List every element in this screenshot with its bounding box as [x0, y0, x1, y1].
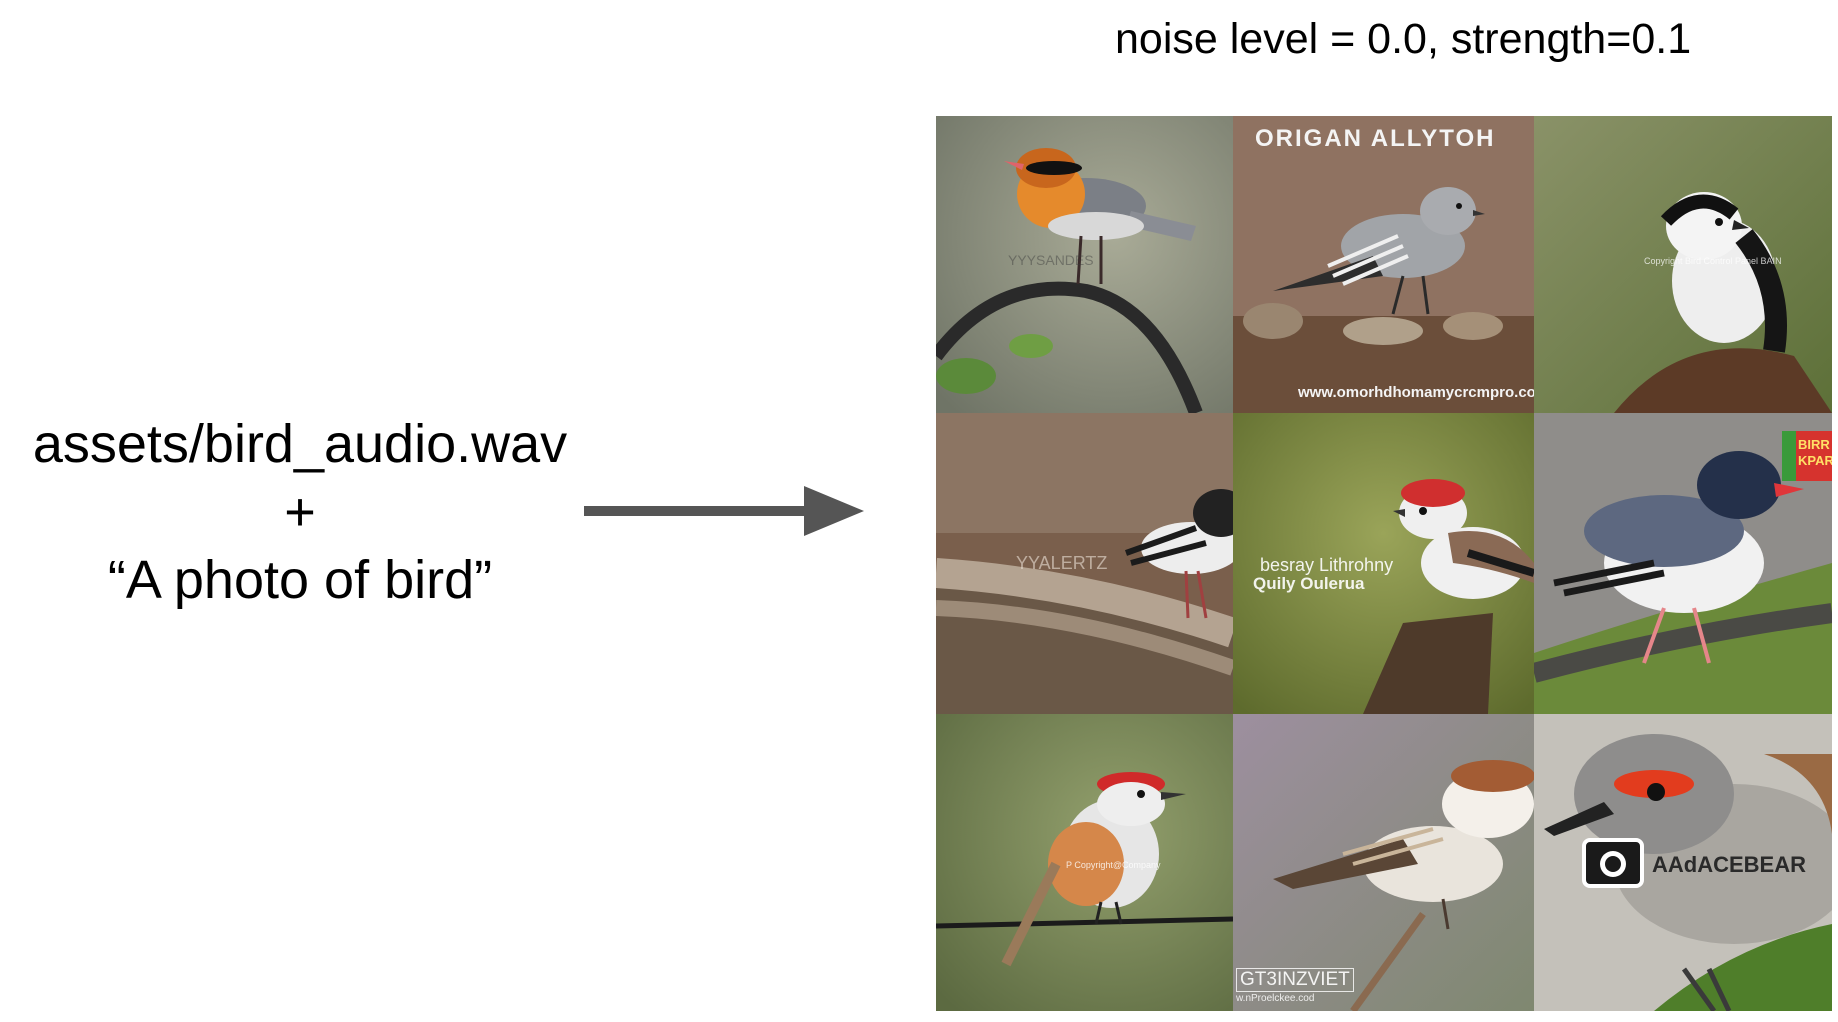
generated-image-2: ORIGAN ALLYTOH www.omorhdhomamycrcmpro.c… — [1233, 116, 1534, 413]
watermark: ORIGAN ALLYTOH — [1255, 125, 1496, 152]
watermark: GT3INZVIET — [1236, 968, 1354, 992]
plus-sign: + — [284, 482, 316, 542]
arrow-right-icon — [584, 486, 864, 536]
text-prompt: “A photo of bird” — [107, 550, 493, 610]
watermark: YYYSANDES — [1008, 252, 1094, 268]
watermark: BIRR KPAR — [1798, 437, 1832, 468]
generated-image-1: YYYSANDES — [936, 116, 1233, 413]
generated-image-5: besray Lithrohny Quily Oulerua — [1233, 413, 1534, 714]
output-caption: noise level = 0.0, strength=0.1 — [1115, 15, 1692, 63]
generated-image-8: GT3INZVIET w.nProelckee.cod — [1233, 714, 1534, 1011]
generated-image-3: Copyright Bird Control Panel BAIN — [1534, 116, 1832, 413]
generated-image-9: AAdACEBEAR — [1534, 714, 1832, 1011]
watermark: besray Lithrohny — [1260, 555, 1394, 575]
generated-image-4: YYALERTZ — [936, 413, 1233, 714]
input-description: assets/bird_audio.wav + “A photo of bird… — [0, 410, 600, 614]
watermark-url: www.omorhdhomamycrcmpro.co — [1298, 384, 1534, 401]
generated-image-6: BIRR KPAR — [1534, 413, 1832, 714]
watermark: YYALERTZ — [1016, 553, 1108, 573]
watermark: Copyright Bird Control Panel BAIN — [1644, 256, 1782, 266]
watermark-url: w.nProelckee.cod — [1236, 993, 1315, 1004]
audio-file-label: assets/bird_audio.wav — [32, 414, 568, 474]
generated-image-7: P Copyright@Company — [936, 714, 1233, 1011]
generated-image-grid: YYYSANDES ORIGAN ALLYTOH www.omorhdhomam… — [936, 116, 1832, 1011]
watermark-line-2: Quily Oulerua — [1253, 574, 1365, 593]
watermark: P Copyright@Company — [1066, 860, 1161, 870]
watermark: AAdACEBEAR — [1652, 852, 1806, 877]
